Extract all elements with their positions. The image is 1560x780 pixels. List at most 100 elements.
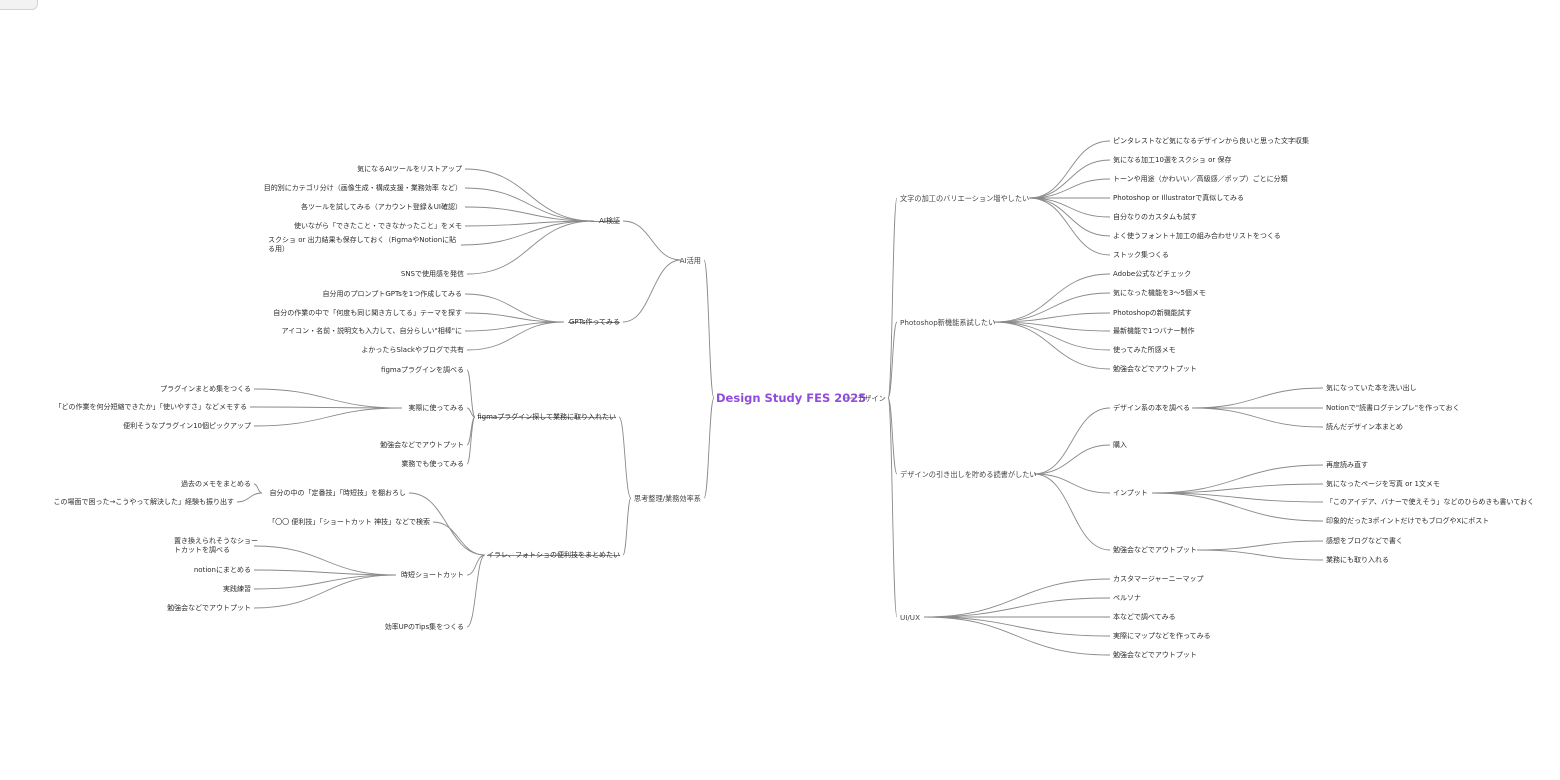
node-right-0-2-2-2[interactable]: 「このアイデア、バナーで使えそう」などのひらめきも書いておく xyxy=(1326,497,1535,506)
node-left-0-0-5[interactable]: SNSで使用感を発信 xyxy=(400,269,464,278)
node-left-0-0-3[interactable]: 使いながら「できたこと・できなかったこと」をメモ xyxy=(294,221,462,230)
node-right-0-2-3[interactable]: 勉強会などでアウトプット xyxy=(1113,545,1197,554)
node-left-0-0-1[interactable]: 目的別にカテゴリ分け（画像生成・構成支援・業務効率 など） xyxy=(263,183,462,192)
node-right-0-2-2-1[interactable]: 気になったページを写真 or 1文メモ xyxy=(1326,479,1440,488)
node-right-0[interactable]: デザイン xyxy=(857,393,886,403)
node-right-0-3[interactable]: UI/UX xyxy=(900,612,920,622)
node-left-0-1-3[interactable]: よかったらSlackやブログで共有 xyxy=(361,345,464,354)
link-left-1-1-1 xyxy=(432,521,486,556)
link-right-0-3-1 xyxy=(923,597,1111,618)
node-left-1-1[interactable]: イラレ、フォトショの便利技をまとめたい xyxy=(487,550,620,559)
link-left-1-0-3 xyxy=(466,416,476,465)
node-left-1-0[interactable]: figmaプラグイン探して業務に取り入れたい xyxy=(477,412,616,421)
node-left-0-0-4[interactable]: スクショ or 出力結果も保存しておく（FigmaやNotionに貼る用） xyxy=(268,236,457,253)
link-right-0-2-3-0 xyxy=(1196,540,1324,551)
node-right-0-3-3[interactable]: 実際にマップなどを作ってみる xyxy=(1113,631,1211,640)
node-right-0-3-1[interactable]: ペルソナ xyxy=(1113,593,1141,602)
node-right-0-1[interactable]: Photoshop新機能系試したい xyxy=(900,317,996,327)
node-left-0-0[interactable]: AI検証 xyxy=(599,216,620,225)
link-right-0-1-2 xyxy=(993,312,1111,323)
node-left-1-1-2-1[interactable]: notionにまとめる xyxy=(193,565,251,574)
node-right-0-2-3-0[interactable]: 感想をブログなどで書く xyxy=(1326,536,1403,545)
node-right-0-2-2-3[interactable]: 印象的だった3ポイントだけでもブログやXにポスト xyxy=(1326,516,1490,525)
node-right-0-0[interactable]: 文字の加工のバリエーション増やしたい xyxy=(900,193,1030,203)
node-right-0-1-1[interactable]: 気になった機能を3〜5個メモ xyxy=(1113,288,1206,297)
link-right-0-2-2-1 xyxy=(1151,483,1324,494)
link-right-0-2-1 xyxy=(1033,444,1111,475)
node-left-0-1[interactable]: GPTs作ってみる xyxy=(568,317,620,326)
node-left-0[interactable]: AI活用 xyxy=(679,255,701,265)
node-right-0-3-0[interactable]: カスタマージャーニーマップ xyxy=(1113,574,1204,583)
node-left-1-0-1[interactable]: 実際に使ってみる xyxy=(408,403,464,412)
link-right-0-2-2-0 xyxy=(1151,464,1324,494)
link-right-0-1-3 xyxy=(993,321,1111,332)
link-left-1-1-2-1 xyxy=(253,569,397,576)
root-node[interactable]: Design Study FES 2025 xyxy=(716,391,867,405)
node-right-0-0-4[interactable]: 自分なりのカスタムも試す xyxy=(1113,212,1197,221)
node-left-1-1-3[interactable]: 効率UPのTips集をつくる xyxy=(384,622,464,631)
node-left-1-0-2[interactable]: 勉強会などでアウトプット xyxy=(380,440,464,449)
link-right-0-0-0 xyxy=(1028,140,1111,199)
node-left-1[interactable]: 思考整理/業務効率系 xyxy=(633,493,701,503)
node-right-0-0-0[interactable]: ピンタレストなど気になるデザインから良いと思った文字収集 xyxy=(1113,136,1309,145)
link-left-1-1-3 xyxy=(466,554,486,628)
node-left-0-1-1[interactable]: 自分の作業の中で「何度も同じ聞き方してる」テーマを探す xyxy=(273,308,462,317)
node-right-0-0-5[interactable]: よく使うフォント＋加工の組み合わせリストをつくる xyxy=(1113,231,1281,240)
node-right-0-0-1[interactable]: 気になる加工10選をスクショ or 保存 xyxy=(1113,155,1232,164)
node-left-0-0-2[interactable]: 各ツールを試してみる（アカウント登録＆UI確認） xyxy=(301,202,462,211)
link-right-0-1 xyxy=(887,321,898,399)
link-right-0-3-4 xyxy=(923,616,1111,656)
node-right-0-0-2[interactable]: トーンや用途（かわいい／高級感／ポップ）ごとに分類 xyxy=(1113,174,1288,183)
link-right-0-2-3-1 xyxy=(1196,549,1324,561)
corner-tab[interactable] xyxy=(0,0,38,10)
node-left-1-1-0-0[interactable]: 過去のメモをまとめる xyxy=(181,479,251,488)
node-right-0-2-0[interactable]: デザイン系の本を調べる xyxy=(1113,403,1190,412)
node-right-0-2-3-1[interactable]: 業務にも取り入れる xyxy=(1326,555,1389,564)
node-right-0-2[interactable]: デザインの引き出しを貯める読書がしたい xyxy=(900,469,1037,479)
node-left-1-0-3[interactable]: 業務でも使ってみる xyxy=(401,459,464,468)
link-left-0-1-2 xyxy=(464,321,565,332)
node-left-1-1-0-1[interactable]: この場面で困った→こうやって解決した」経験も振り出す xyxy=(53,497,234,506)
link-left-1-1-0-0 xyxy=(253,483,263,494)
node-right-0-2-2-0[interactable]: 再度読み直す xyxy=(1326,460,1368,469)
link-left-1-0-1-1 xyxy=(249,406,403,409)
link-left-0-1-1 xyxy=(464,312,565,323)
node-left-0-1-0[interactable]: 自分用のプロンプトGPTsを1つ作成してみる xyxy=(322,289,462,298)
node-right-0-0-3[interactable]: Photoshop or Illustratorで真似してみる xyxy=(1113,193,1245,202)
link-left-0-1 xyxy=(622,259,682,323)
node-left-1-1-2-0[interactable]: 置き換えられそうなショートカットを調べる xyxy=(174,537,258,554)
node-left-1-1-2-3[interactable]: 勉強会などでアウトプット xyxy=(167,603,251,612)
node-right-0-3-4[interactable]: 勉強会などでアウトプット xyxy=(1113,650,1197,659)
node-right-0-3-2[interactable]: 本などで調べてみる xyxy=(1113,612,1176,621)
node-right-0-1-2[interactable]: Photoshopの新機能試す xyxy=(1113,308,1192,317)
link-left-1-0-1-0 xyxy=(253,388,403,409)
node-right-0-2-0-2[interactable]: 読んだデザイン本まとめ xyxy=(1326,422,1403,431)
node-left-1-0-1-2[interactable]: 便利そうなプラグイン10個ピックアップ xyxy=(123,421,251,430)
node-right-0-1-5[interactable]: 勉強会などでアウトプット xyxy=(1113,364,1197,373)
node-right-0-2-1[interactable]: 購入 xyxy=(1113,440,1127,449)
node-right-0-2-2[interactable]: インプット xyxy=(1113,488,1148,497)
node-right-0-2-0-0[interactable]: 気になっていた本を洗い出し xyxy=(1326,383,1417,392)
node-left-1-0-1-1[interactable]: 「どの作業を何分短縮できたか」「使いやすさ」などメモする xyxy=(54,402,248,411)
node-left-1-0-0[interactable]: figmaプラグインを調べる xyxy=(381,365,464,374)
link-left-0-0-0 xyxy=(464,168,595,222)
node-left-1-1-2[interactable]: 時短ショートカット xyxy=(401,570,464,579)
link-right-0-2 xyxy=(887,397,898,475)
node-left-0-0-0[interactable]: 気になるAIツールをリストアップ xyxy=(357,164,462,173)
link-left-0-0-2 xyxy=(464,206,595,222)
node-left-1-1-2-2[interactable]: 実践練習 xyxy=(223,584,251,593)
link-right-0-1-0 xyxy=(993,273,1111,323)
node-right-0-1-4[interactable]: 使ってみた所感メモ xyxy=(1113,345,1176,354)
link-right-0-3 xyxy=(887,397,898,618)
node-right-0-1-3[interactable]: 最新機能で1つバナー制作 xyxy=(1113,326,1195,335)
node-left-1-1-0[interactable]: 自分の中の「定番技」「時短技」を棚おろし xyxy=(269,488,407,497)
link-right-0-1-1 xyxy=(993,292,1111,323)
node-left-1-0-1-0[interactable]: プラグインまとめ集をつくる xyxy=(160,384,251,393)
node-left-0-1-2[interactable]: アイコン・名前・説明文も入力して、自分らしい"相棒"に xyxy=(281,326,462,335)
node-left-1-1-1[interactable]: 「〇〇 便利技」「ショートカット 神技」などで検索 xyxy=(268,517,430,526)
node-right-0-2-0-1[interactable]: Notionで"読書ログテンプレ"を作っておく xyxy=(1326,403,1460,412)
node-right-0-0-6[interactable]: ストック集つくる xyxy=(1113,250,1169,259)
link-right-0-1-5 xyxy=(993,321,1111,370)
node-right-0-1-0[interactable]: Adobe公式などチェック xyxy=(1113,269,1192,278)
